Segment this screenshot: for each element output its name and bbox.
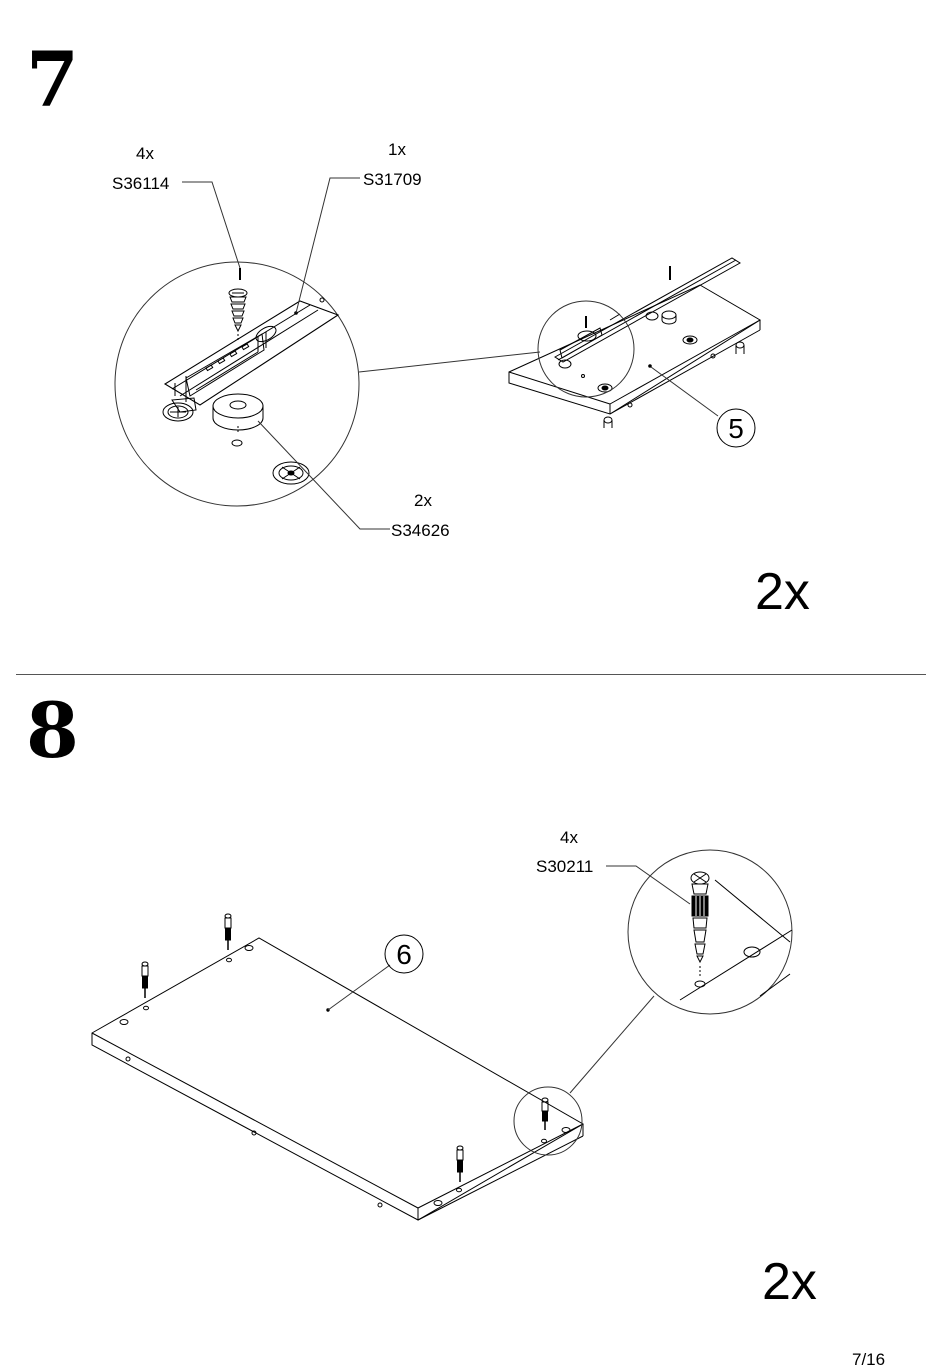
step-7-callout-lines (182, 178, 540, 529)
step-8-detail-zoom (570, 850, 792, 1093)
cam-bolt-s30211-detail (691, 872, 709, 978)
panel-6-label: 6 (396, 939, 412, 970)
panel-5-label: 5 (728, 413, 744, 444)
drawer-runner-detail (165, 298, 338, 412)
screw-s36114-detail (229, 268, 247, 340)
spacer-s34626-detail (213, 394, 263, 446)
dowel-pin-2 (142, 962, 148, 998)
dowel-pin-1 (225, 914, 231, 950)
dowel-pin-4 (457, 1146, 463, 1182)
panel-5-fittings (559, 311, 697, 392)
cam-fitting-left (163, 403, 193, 421)
panel-5-dowels (604, 342, 744, 428)
panel-6-holes (120, 946, 570, 1208)
panel-5-assembly: 5 (509, 258, 760, 447)
dowel-pin-3 (542, 1098, 548, 1130)
panel-6-assembly: 6 (92, 914, 583, 1220)
cam-fitting-right (273, 462, 309, 484)
step-7-detail-zoom (115, 262, 359, 506)
